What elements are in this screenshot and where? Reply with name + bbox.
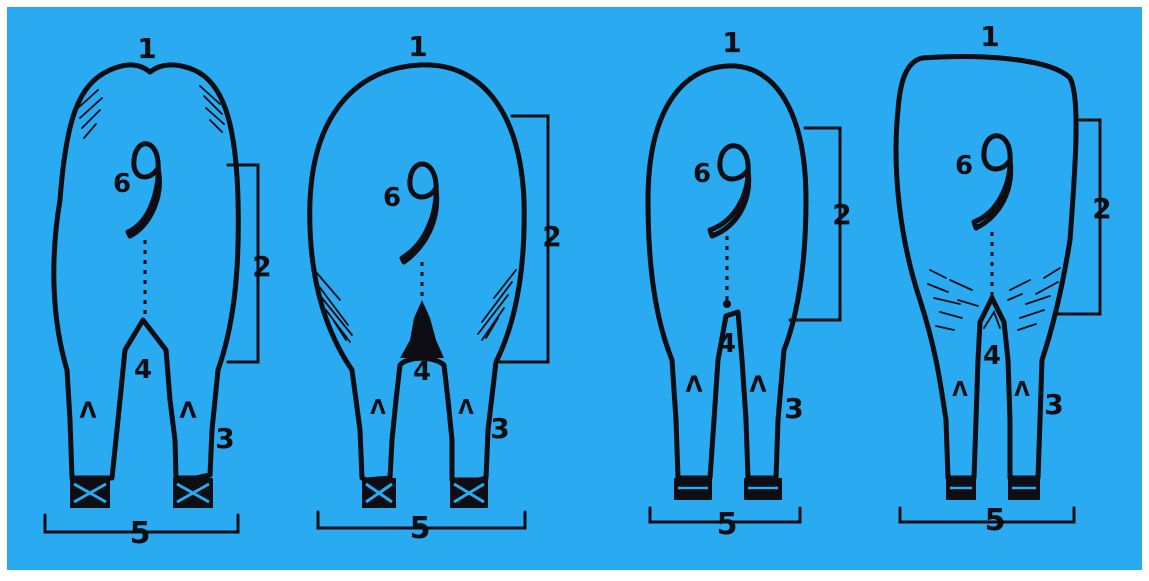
figure-4-label-1: 1	[980, 20, 999, 53]
figure-4-label-5: 5	[985, 503, 1006, 538]
figure-1-label-6: 6	[113, 169, 131, 199]
figure-1-label-5: 5	[130, 516, 151, 551]
figure-3-label-5: 5	[717, 507, 738, 542]
figure-2-label-1: 1	[408, 30, 427, 63]
figure-1-muscle-mark-left: Λ	[79, 399, 96, 424]
figure-3-label-3: 3	[784, 392, 803, 425]
figure-2-label-5: 5	[410, 511, 431, 546]
figure-4-label-4: 4	[983, 341, 1001, 371]
figure-2-label-4: 4	[413, 357, 431, 387]
figure-2-label-6: 6	[383, 183, 401, 213]
figure-3-label-1: 1	[722, 26, 741, 59]
figure-1-label-4: 4	[134, 355, 152, 385]
figure-2-muscle-mark-left: Λ	[370, 395, 386, 419]
figure-1-label-1: 1	[137, 32, 156, 65]
figure-2-label-3: 3	[490, 412, 509, 445]
figure-1-label-2: 2	[252, 250, 271, 283]
figure-4-label-2: 2	[1092, 192, 1111, 225]
figure-2-label-2: 2	[542, 220, 561, 253]
figure-3-label-6: 6	[693, 159, 711, 189]
figure-1-muscle-mark-right: Λ	[179, 399, 196, 424]
figure-4-muscle-mark-left: Λ	[952, 377, 968, 401]
figure-4-muscle-mark-right: Λ	[1014, 377, 1030, 401]
figure-3-muscle-mark-left: Λ	[685, 373, 702, 398]
figure-3-label-2: 2	[832, 198, 851, 231]
figure-1-label-3: 3	[215, 422, 234, 455]
figure-3-label-4: 4	[718, 329, 736, 359]
figure-4-label-3: 3	[1044, 388, 1063, 421]
figure-3-muscle-mark-right: Λ	[749, 373, 766, 398]
figure-4-label-6: 6	[955, 151, 973, 181]
figure-2-muscle-mark-right: Λ	[458, 395, 474, 419]
figure-3-crotch-dot	[723, 300, 731, 308]
